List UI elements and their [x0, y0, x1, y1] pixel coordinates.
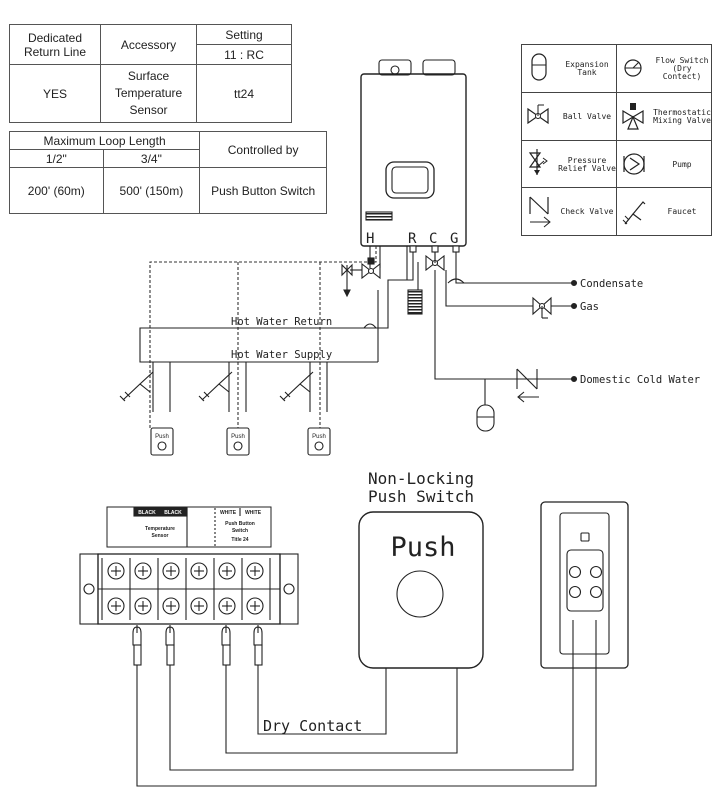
temp-sensor-label: Sensor	[152, 533, 169, 539]
flow-switch-icon	[624, 59, 642, 77]
switch-face-label: Push	[390, 532, 455, 563]
return-label: Hot Water Return	[231, 316, 332, 328]
outlet-plate	[540, 501, 629, 669]
terminal-screw	[246, 562, 264, 580]
ball-valve-icon	[532, 296, 552, 319]
header-setting-code: 11 : RC	[196, 44, 292, 65]
dry-contact-label: Dry Contact	[263, 717, 362, 735]
pressure-relief-valve-icon	[341, 263, 362, 298]
faucet-icon	[279, 371, 314, 402]
legend-label: Faucet	[667, 206, 697, 216]
push-button-switch-label: Title 24	[231, 537, 248, 543]
terminal-screw	[162, 597, 180, 615]
water-heater	[360, 59, 467, 247]
terminal-screw	[107, 562, 125, 580]
header-accessory: Accessory	[100, 24, 197, 65]
symbol-legend: Expansion Tank Flow Switch (Dry Contect)…	[521, 44, 712, 236]
white-wire-label: WHITE	[220, 510, 237, 516]
legend-label: Flow Switch (Dry Contect)	[655, 55, 709, 81]
faucet-icon	[119, 371, 154, 402]
controlled-by-value: Push Button Switch	[199, 167, 327, 214]
terminal-screw	[190, 562, 208, 580]
gas-label: Gas	[580, 301, 599, 313]
accessory-table: Dedicated Return Line Accessory Setting …	[9, 24, 292, 123]
legend-label: Pump	[672, 159, 692, 169]
white-wire-label: WHITE	[245, 510, 262, 516]
cell-accessory: Surface Temperature Sensor	[100, 64, 197, 123]
loop-value-three-quarter-inch: 500' (150m)	[102, 167, 201, 214]
faucet-icon	[198, 371, 233, 402]
legend-flow-switch: Flow Switch (Dry Contect)	[617, 45, 712, 92]
header-controlled-by: Controlled by	[199, 131, 327, 168]
terminal-screw	[190, 597, 208, 615]
terminal-screw	[246, 597, 264, 615]
terminal-screw	[107, 597, 125, 615]
cell-setting: tt24	[196, 64, 292, 123]
legend-faucet: Faucet	[617, 188, 712, 235]
size-half-inch: 1/2"	[9, 149, 104, 168]
pump-icon	[407, 289, 423, 315]
push-button-1[interactable]	[150, 427, 174, 456]
push-button-switch-label: Push Button	[225, 521, 255, 527]
check-valve-icon	[529, 196, 551, 228]
port-label-r: R	[408, 231, 417, 247]
push-button-3[interactable]	[307, 427, 331, 456]
legend-check-valve: Check Valve	[522, 188, 617, 235]
pressure-relief-valve-icon	[528, 149, 548, 175]
terminal-screw	[134, 597, 152, 615]
push-switch[interactable]	[358, 511, 484, 669]
terminal-screw	[218, 562, 236, 580]
legend-label: Check Valve	[560, 206, 614, 216]
condensate-label: Condensate	[580, 278, 643, 290]
push-button-label: Push	[155, 434, 169, 440]
expansion-tank-icon	[531, 53, 547, 81]
signal-wires	[149, 246, 377, 430]
loop-length-table: Maximum Loop Length Controlled by 1/2" 3…	[8, 131, 327, 214]
legend-pump: Pump	[617, 141, 712, 188]
ball-valve-icon	[527, 104, 549, 125]
legend-label: Ball Valve	[562, 111, 612, 121]
pump-icon	[623, 153, 645, 175]
supply-label: Hot Water Supply	[231, 349, 332, 361]
legend-label: Thermostatic Mixing Valve	[653, 107, 711, 125]
cold-water-label: Domestic Cold Water	[580, 374, 700, 386]
push-button-2[interactable]	[226, 427, 250, 456]
cell-dedicated-return: YES	[9, 64, 101, 123]
check-valve-icon	[516, 368, 539, 403]
legend-thermostatic-mixing-valve: Thermostatic Mixing Valve	[617, 93, 712, 140]
black-wire-label: BLACK	[138, 510, 156, 516]
legend-expansion-tank: Expansion Tank	[522, 45, 617, 92]
faucet-icon	[622, 201, 646, 225]
legend-label: Expansion Tank	[565, 59, 609, 77]
header-dedicated-return: Dedicated Return Line	[9, 24, 101, 65]
ball-valve-icon	[425, 252, 445, 272]
expansion-tank-icon	[476, 404, 495, 432]
legend-label: Pressure Relief Valve	[558, 155, 616, 173]
push-button-switch-label: Switch	[232, 528, 248, 534]
thermostatic-mixing-valve-icon	[361, 257, 381, 280]
wire-lugs	[132, 625, 263, 666]
legend-ball-valve: Ball Valve	[522, 93, 617, 140]
push-button-label: Push	[312, 434, 326, 440]
legend-pressure-relief-valve: Pressure Relief Valve	[522, 141, 617, 188]
port-label-g: G	[450, 231, 458, 247]
port-label-h: H	[366, 231, 374, 247]
black-wire-label: BLACK	[164, 510, 182, 516]
switch-title-1: Non-Locking	[368, 469, 474, 488]
terminal-screw	[162, 562, 180, 580]
terminal-screw	[134, 562, 152, 580]
temp-sensor-label: Temperature	[145, 526, 175, 532]
terminal-block	[79, 506, 299, 625]
push-button-label: Push	[231, 434, 245, 440]
switch-title-2: Push Switch	[368, 487, 474, 506]
thermostatic-mixing-valve-icon	[622, 103, 644, 130]
terminal-screw	[218, 597, 236, 615]
port-label-c: C	[429, 231, 437, 247]
